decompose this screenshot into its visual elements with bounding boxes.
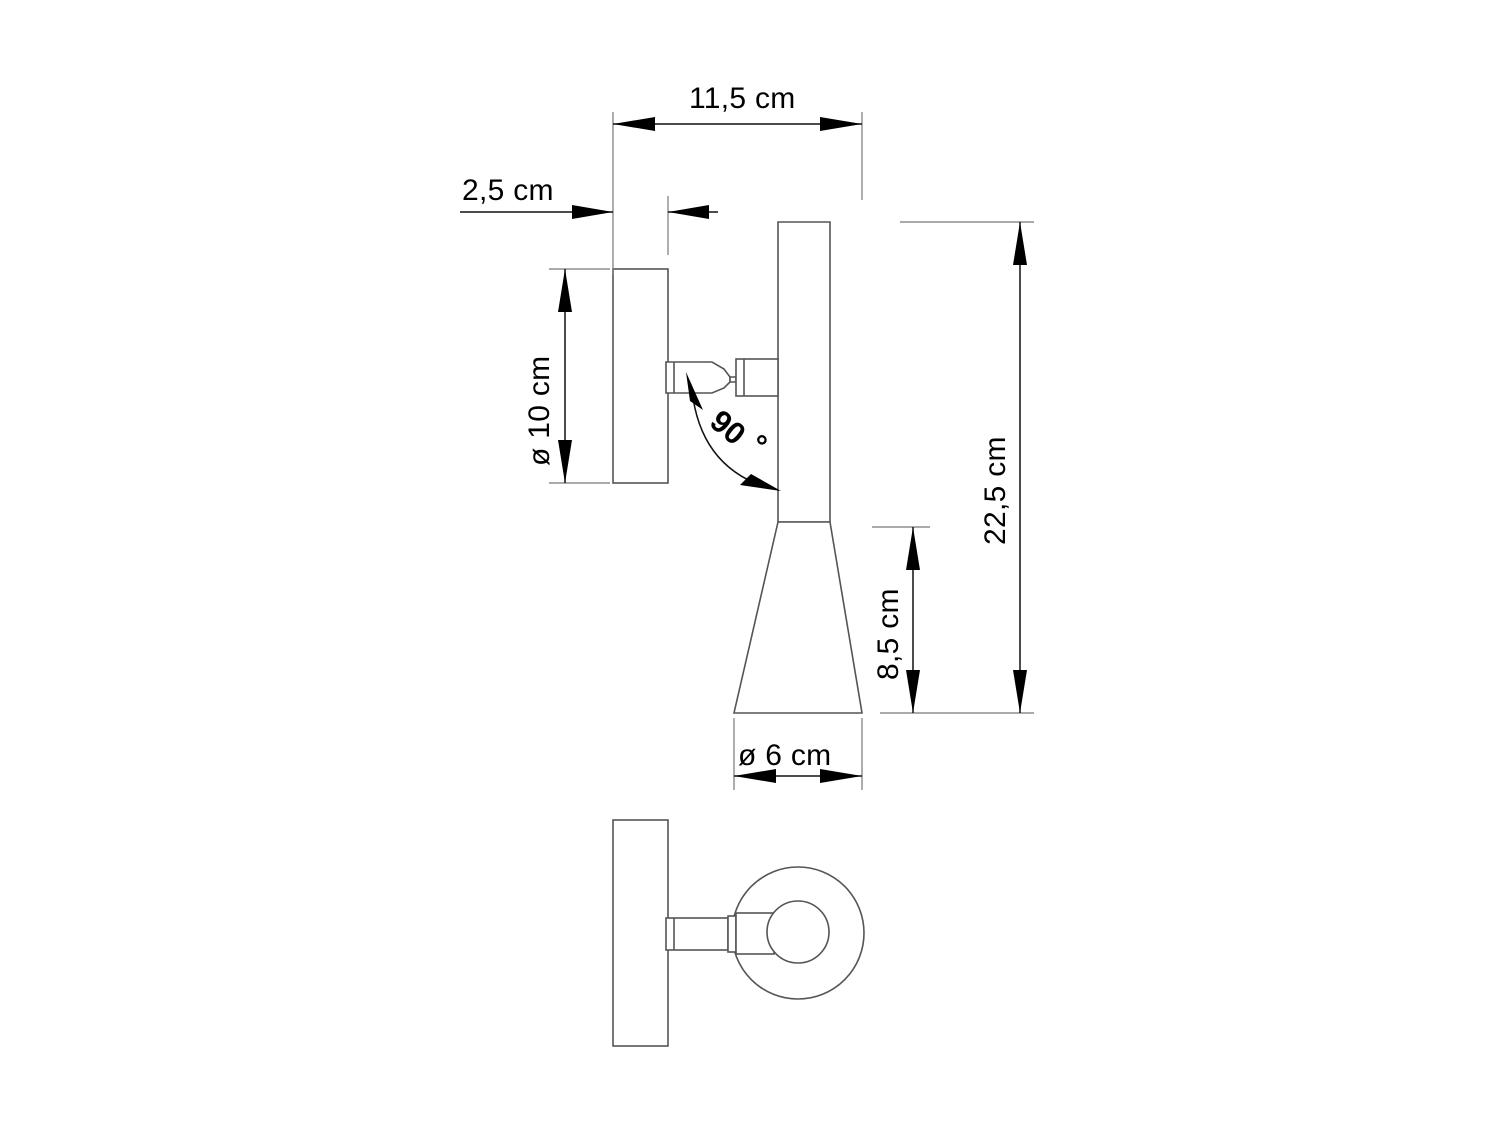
angle-degree-symbol: ° [742,427,774,462]
angle-label-group: 90 ° [704,403,774,462]
joint-collar-top-a [727,915,737,953]
arrow-h85-top [906,527,920,570]
wall-plate-top [612,819,669,1047]
arrow-depth-left [613,117,655,131]
dimension-overall-depth-group: 11,5 cm [612,82,863,275]
joint-collar-outer [735,358,779,397]
dimension-shade-height-group: 8,5 cm [872,526,930,713]
angle-arrow-start [686,372,703,410]
arrow-diam10-top [558,269,572,312]
dimension-wall-plate-thickness-group: 2,5 cm [460,174,718,255]
arrow-diam6-left [734,769,776,783]
dim-label-wall-plate-diameter: ø 10 cm [523,356,556,466]
angle-arc-group [686,372,781,491]
arrow-thickness-right [668,205,709,219]
joint-collar-inner [729,376,737,383]
arrow-thickness-left [572,205,613,219]
arrow-h85-bottom [906,670,920,713]
lamp-shade-cone [732,521,863,714]
dimension-shade-diameter-group: ø 6 cm [733,718,863,790]
side-elevation-view: 90 ° [612,221,863,714]
wall-plate-side [612,268,669,484]
dimension-overall-height-group: 22,5 cm [880,221,1034,714]
dim-label-overall-height: 22,5 cm [979,436,1012,545]
dim-label-overall-depth: 11,5 cm [689,82,796,115]
dim-label-shade-diameter: ø 6 cm [738,739,831,772]
dim-label-wall-plate-thickness: 2,5 cm [462,174,554,207]
arrow-h225-bottom [1013,670,1027,713]
arrow-diam6-right [820,769,862,783]
dimension-wall-plate-diameter-group: ø 10 cm [523,268,610,484]
arrow-depth-right [820,117,862,131]
body-circle-inner-top [766,900,830,964]
top-plan-view [612,819,865,1047]
angle-arrow-end [740,474,781,491]
lamp-arm-tube-top [665,917,729,951]
lamp-body-column [777,221,831,523]
arrow-h225-top [1013,222,1027,265]
dim-label-shade-height: 8,5 cm [872,588,905,680]
lamp-arm-tube [665,361,731,394]
arrow-diam10-bottom [558,440,572,483]
angle-value-text: 90 [704,403,753,452]
